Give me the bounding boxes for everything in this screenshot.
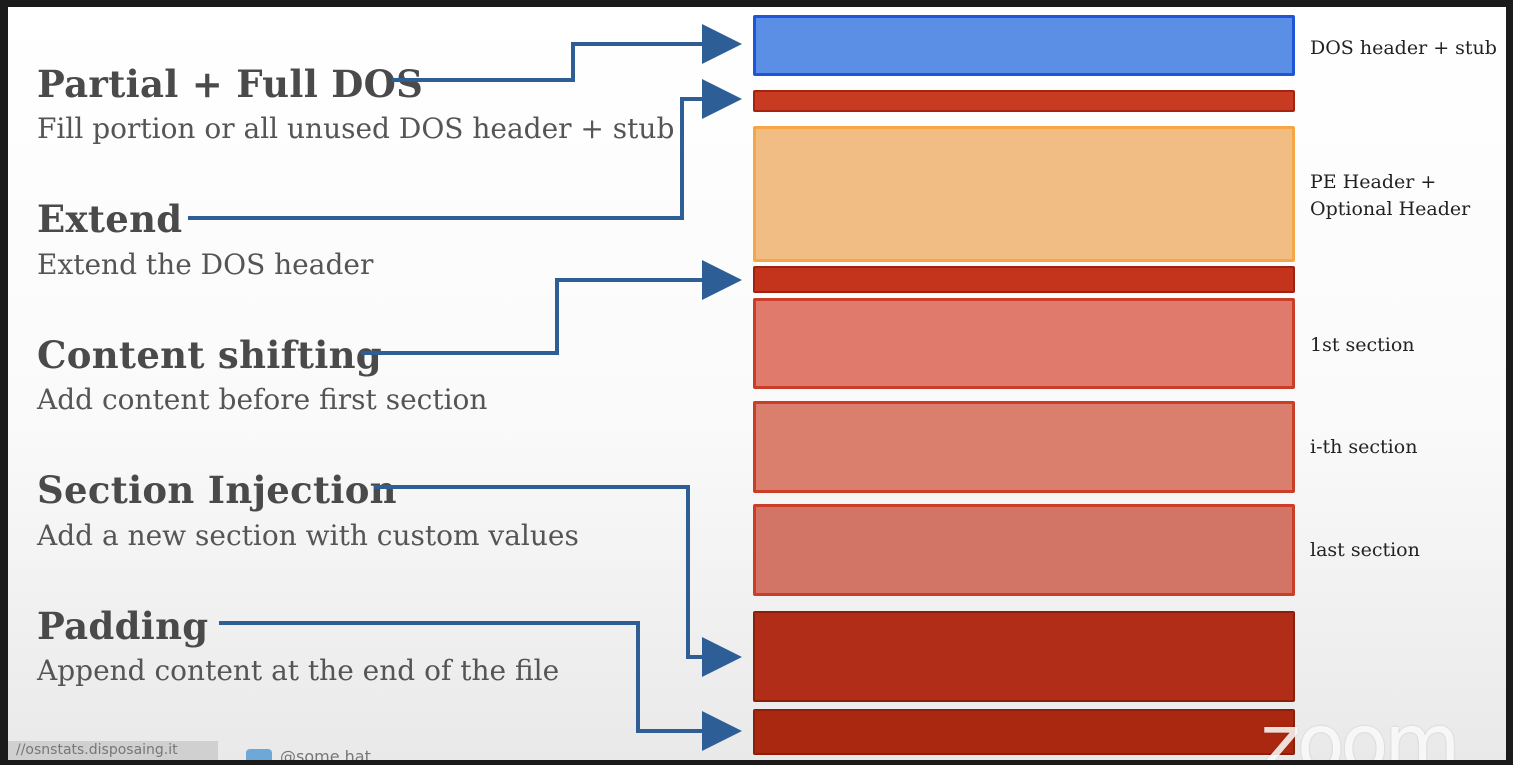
technique-title-extend: Extend xyxy=(37,197,183,241)
shift-slot-block xyxy=(753,266,1295,293)
technique-title-padding: Padding xyxy=(37,604,209,648)
twitter-handle-text: @some.hat xyxy=(280,747,371,760)
last-section-block xyxy=(753,504,1295,596)
label-last-section: last section xyxy=(1310,539,1420,561)
technique-title-section-injection: Section Injection xyxy=(37,468,397,512)
zoom-watermark: zoom xyxy=(1260,699,1460,760)
padding-block xyxy=(753,709,1295,755)
slide: Partial + Full DOS Fill portion or all u… xyxy=(8,7,1506,760)
technique-desc-padding: Append content at the end of the file xyxy=(37,654,560,687)
extend-slot-block xyxy=(753,90,1295,112)
technique-title-content-shifting: Content shifting xyxy=(37,333,382,377)
first-section-block xyxy=(753,298,1295,389)
arrow-section-injection xyxy=(374,485,742,677)
label-dos-header-stub: DOS header + stub xyxy=(1310,37,1497,59)
twitter-handle: @some.hat xyxy=(246,747,371,760)
label-first-section: 1st section xyxy=(1310,334,1415,356)
connector-arrows xyxy=(188,24,742,751)
injected-section-block xyxy=(753,611,1295,702)
label-ith-section: i-th section xyxy=(1310,436,1418,458)
technique-desc-content-shifting: Add content before first section xyxy=(37,383,488,416)
twitter-icon xyxy=(246,748,272,760)
arrow-partial-full-dos xyxy=(392,24,742,82)
technique-desc-partial-full-dos: Fill portion or all unused DOS header + … xyxy=(37,112,675,145)
technique-title-partial-full-dos: Partial + Full DOS xyxy=(37,62,424,106)
pe-header-block xyxy=(753,126,1295,262)
dos-header-block xyxy=(753,15,1295,76)
technique-desc-section-injection: Add a new section with custom values xyxy=(37,519,579,552)
label-pe-header: PE Header + Optional Header xyxy=(1310,171,1471,220)
arrow-padding xyxy=(219,621,742,751)
footer-url: //osnstats.disposaing.it xyxy=(8,741,218,760)
technique-desc-extend: Extend the DOS header xyxy=(37,248,374,281)
arrow-extend xyxy=(188,79,742,220)
ith-section-block xyxy=(753,401,1295,493)
arrow-content-shifting xyxy=(361,260,742,355)
